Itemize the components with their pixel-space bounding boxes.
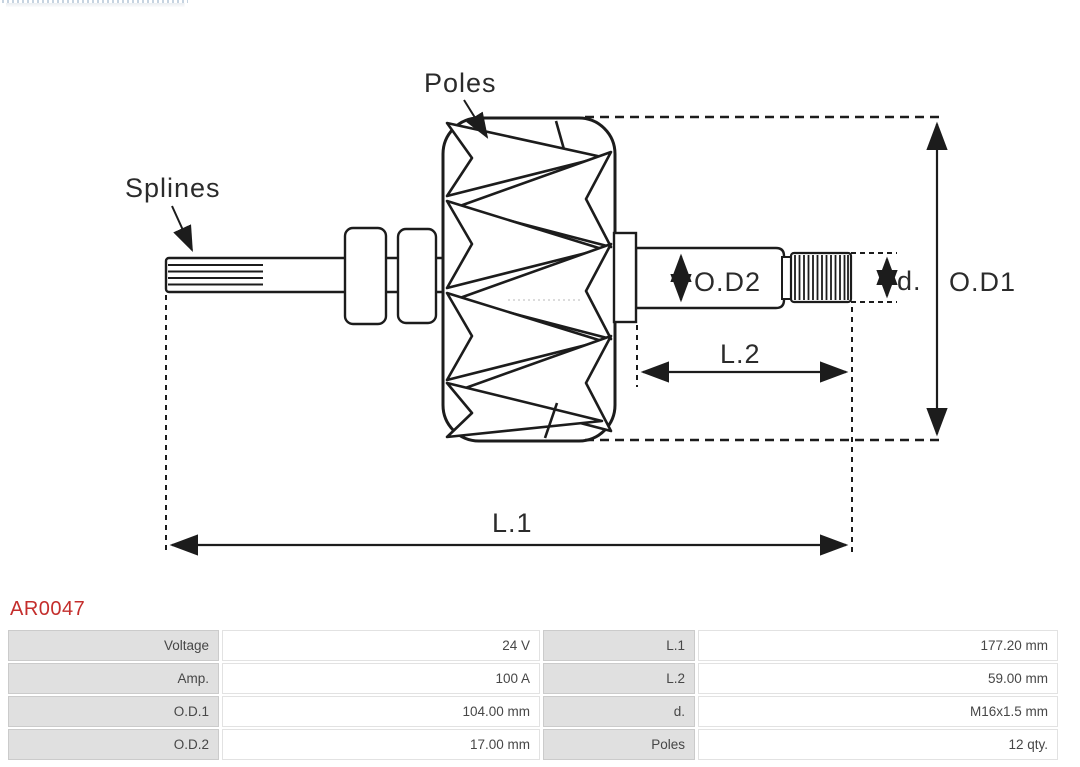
spec-value-l2: 59.00 mm (698, 663, 1058, 694)
callout-leaders (171, 99, 489, 252)
spec-table: Voltage 24 V L.1 177.20 mm Amp. 100 A L.… (8, 630, 1058, 760)
spec-label-od1: O.D.1 (8, 696, 219, 727)
spec-value-voltage: 24 V (222, 630, 540, 661)
spec-value-od2: 17.00 mm (222, 729, 540, 760)
spec-value-poles: 12 qty. (698, 729, 1058, 760)
technical-diagram: Poles Splines O.D2 d. O.D1 L.2 L.1 (125, 68, 1016, 556)
spec-label-d: d. (543, 696, 695, 727)
slip-ring-collar (612, 231, 638, 324)
spec-label-od2: O.D.2 (8, 729, 219, 760)
shaft-collars (343, 226, 438, 326)
splines-leader (171, 205, 193, 252)
l1-label: L.1 (492, 508, 533, 538)
extension-lines (165, 115, 940, 555)
dimension-arrows (169, 121, 948, 556)
poles-leader (463, 99, 489, 139)
spec-value-od1: 104.00 mm (222, 696, 540, 727)
spec-label-poles: Poles (543, 729, 695, 760)
poles-label: Poles (424, 68, 497, 98)
spec-label-voltage: Voltage (8, 630, 219, 661)
l2-label: L.2 (720, 339, 761, 369)
spec-label-l2: L.2 (543, 663, 695, 694)
spec-value-l1: 177.20 mm (698, 630, 1058, 661)
claw-poles (445, 120, 613, 439)
d-label: d. (897, 266, 922, 296)
partial-logo-strip (2, 0, 188, 7)
spline-hatch-lines (168, 264, 263, 286)
spec-value-d: M16x1.5 mm (698, 696, 1058, 727)
spec-value-amp: 100 A (222, 663, 540, 694)
splines-label: Splines (125, 173, 221, 203)
spec-label-l1: L.1 (543, 630, 695, 661)
od2-label: O.D2 (694, 267, 761, 297)
od1-label: O.D1 (949, 267, 1016, 297)
part-number: AR0047 (10, 598, 86, 620)
thread-hatch-lines (794, 255, 849, 300)
spec-label-amp: Amp. (8, 663, 219, 694)
